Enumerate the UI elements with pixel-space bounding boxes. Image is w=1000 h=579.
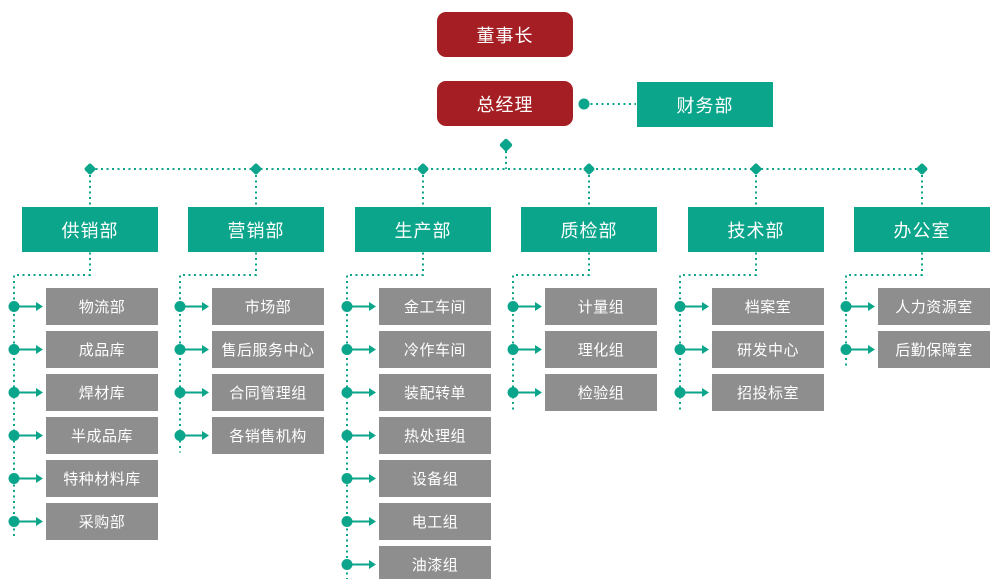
- sub-node-2-5: 电工组: [379, 503, 491, 540]
- dept-node-2: 生产部: [355, 207, 491, 252]
- sub-node-0-2: 焊材库: [46, 374, 158, 411]
- dept-node-1: 营销部: [188, 207, 324, 252]
- dept-node-5: 办公室: [854, 207, 990, 252]
- sub-node-3-2: 检验组: [545, 374, 657, 411]
- sub-node-2-1: 冷作车间: [379, 331, 491, 368]
- dept-node-0: 供销部: [22, 207, 158, 252]
- sub-node-2-4: 设备组: [379, 460, 491, 497]
- dept-node-4: 技术部: [688, 207, 824, 252]
- node-general-manager: 总经理: [437, 81, 573, 126]
- sub-node-5-0: 人力资源室: [878, 288, 990, 325]
- sub-node-1-2: 合同管理组: [212, 374, 324, 411]
- node-chairman: 董事长: [437, 12, 573, 57]
- sub-node-0-0: 物流部: [46, 288, 158, 325]
- sub-node-0-1: 成品库: [46, 331, 158, 368]
- sub-node-4-1: 研发中心: [712, 331, 824, 368]
- sub-node-0-4: 特种材料库: [46, 460, 158, 497]
- sub-node-3-0: 计量组: [545, 288, 657, 325]
- sub-node-1-0: 市场部: [212, 288, 324, 325]
- sub-node-1-3: 各销售机构: [212, 417, 324, 454]
- dept-node-3: 质检部: [521, 207, 657, 252]
- sub-node-2-6: 油漆组: [379, 546, 491, 579]
- sub-node-5-1: 后勤保障室: [878, 331, 990, 368]
- sub-node-3-1: 理化组: [545, 331, 657, 368]
- sub-node-4-0: 档案室: [712, 288, 824, 325]
- sub-node-0-5: 采购部: [46, 503, 158, 540]
- node-finance-dept: 财务部: [637, 82, 773, 127]
- sub-node-2-3: 热处理组: [379, 417, 491, 454]
- sub-node-4-2: 招投标室: [712, 374, 824, 411]
- sub-node-2-0: 金工车间: [379, 288, 491, 325]
- sub-node-2-2: 装配转单: [379, 374, 491, 411]
- sub-node-0-3: 半成品库: [46, 417, 158, 454]
- sub-node-1-1: 售后服务中心: [212, 331, 324, 368]
